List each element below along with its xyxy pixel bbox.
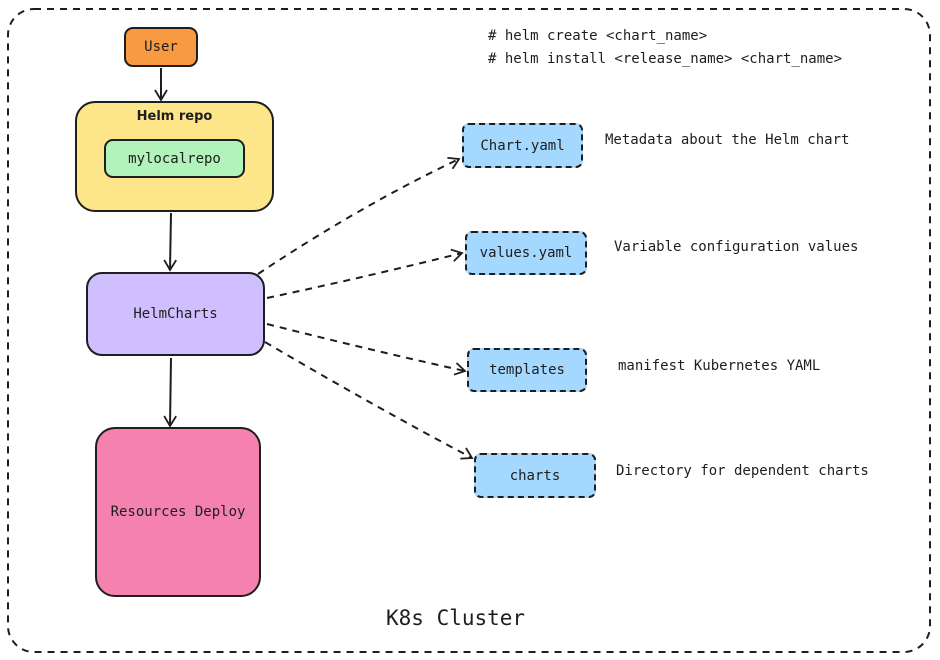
user-node[interactable]: User (124, 27, 198, 67)
values-yaml-label: values.yaml (479, 245, 573, 261)
chart-yaml-node[interactable]: Chart.yaml (462, 123, 583, 168)
arrow-charts-to-resources (163, 357, 177, 428)
templates-node[interactable]: templates (467, 348, 587, 392)
chart-yaml-description: Metadata about the Helm chart (605, 132, 850, 148)
mylocalrepo-node[interactable]: mylocalrepo (104, 139, 245, 178)
charts-label: charts (509, 467, 561, 484)
k8s-cluster-boundary (7, 8, 931, 653)
helmcharts-label: HelmCharts (133, 306, 218, 322)
k8s-cluster-label: K8s Cluster (386, 606, 526, 630)
arrow-charts-to-templates (266, 323, 467, 376)
helmcharts-node[interactable]: HelmCharts (86, 272, 265, 356)
templates-description: manifest Kubernetes YAML (618, 358, 821, 374)
arrow-repo-to-charts (163, 212, 177, 272)
mylocalrepo-label: mylocalrepo (128, 150, 221, 167)
arrow-charts-to-charts (264, 341, 474, 460)
helm-create-command: # helm create <chart_name> (488, 28, 708, 44)
resources-deploy-label: Resources Deploy (110, 504, 246, 520)
values-yaml-node[interactable]: values.yaml (465, 231, 587, 275)
resources-deploy-node[interactable]: Resources Deploy (95, 427, 261, 597)
arrow-charts-to-values-yaml (266, 248, 464, 299)
charts-node[interactable]: charts (474, 453, 596, 498)
arrow-charts-to-chart-yaml (257, 156, 461, 275)
user-label: User (144, 39, 178, 55)
helm-install-command: # helm install <release_name> <chart_nam… (488, 51, 843, 67)
helm-repo-title: Helm repo (136, 109, 213, 124)
chart-yaml-label: Chart.yaml (480, 137, 565, 154)
values-yaml-description: Variable configuration values (614, 239, 859, 255)
templates-label: templates (489, 362, 565, 378)
charts-description: Directory for dependent charts (616, 463, 869, 479)
